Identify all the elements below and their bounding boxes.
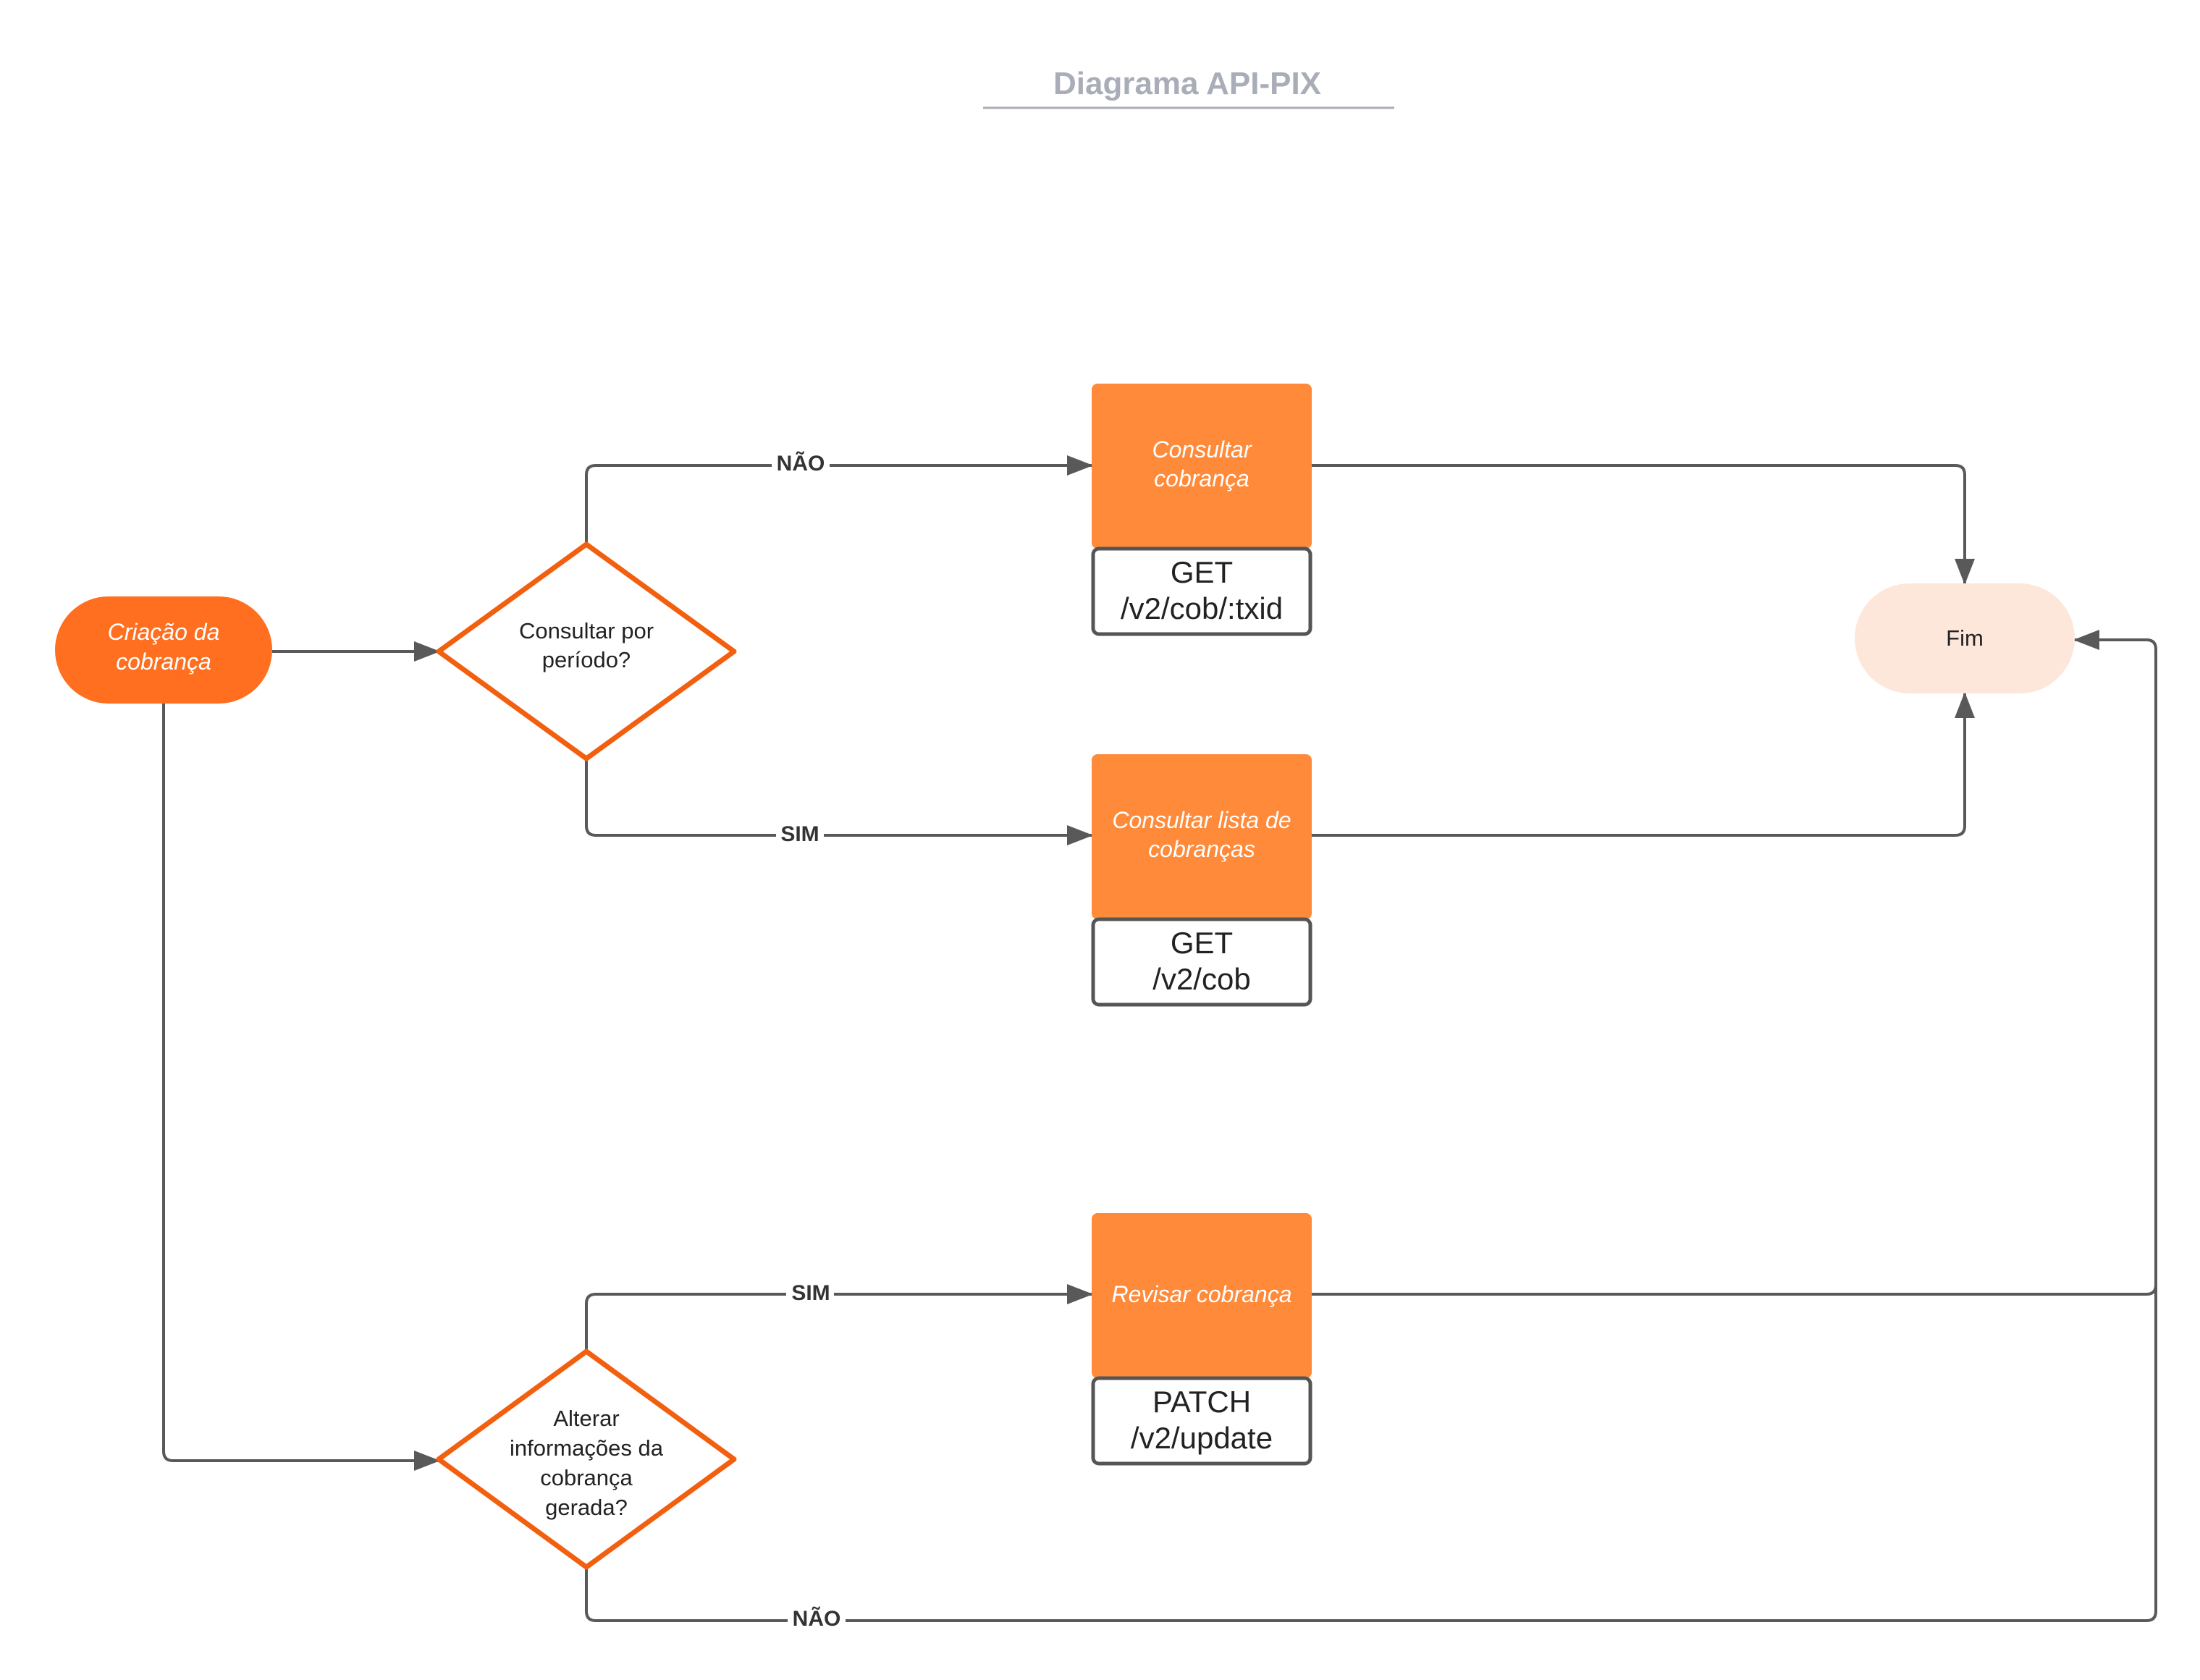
start-node-label-line1: Criação da xyxy=(108,619,220,645)
endpoint-patch-v2-update[interactable]: PATCH /v2/update xyxy=(1091,1376,1312,1466)
endpoint-consultar-lista-path: /v2/cob xyxy=(1152,962,1250,996)
edge-alterar-sim-to-revisar xyxy=(585,1284,1093,1351)
edge-label-bg xyxy=(772,449,830,478)
edge-label-sim-top: SIM xyxy=(780,822,819,846)
edge-periodo-nao-to-consultar xyxy=(585,455,1093,544)
endpoint-get-v2-cob-txid[interactable]: GET /v2/cob/:txid xyxy=(1091,546,1312,636)
edge-label-bg xyxy=(788,1604,846,1633)
edge-start-to-decision-alterar xyxy=(162,704,440,1471)
start-node-label-line2: cobrança xyxy=(116,649,211,675)
diagram-title: Diagrama API-PIX xyxy=(1053,66,1321,101)
edge-label-nao-bottom: NÃO xyxy=(793,1606,841,1631)
endpoint-revisar-method: PATCH xyxy=(1152,1385,1251,1419)
decision-periodo-line1: Consultar por xyxy=(519,618,654,643)
endpoint-revisar-path: /v2/update xyxy=(1131,1421,1273,1455)
edge-label-sim-bottom: SIM xyxy=(791,1281,830,1305)
consultar-label-line1: Consultar xyxy=(1152,436,1252,463)
start-node-criacao-da-cobranca[interactable]: Criação da cobrança xyxy=(55,596,272,704)
decision-alterar-line3: cobrança xyxy=(540,1465,633,1490)
endpoint-get-v2-cob[interactable]: GET /v2/cob xyxy=(1091,917,1312,1007)
consultar-lista-label-line2: cobranças xyxy=(1148,836,1255,862)
revisar-label: Revisar cobrança xyxy=(1112,1281,1292,1307)
edge-consultar-lista-to-fim xyxy=(1312,692,1975,837)
edge-label-bg xyxy=(786,1278,834,1307)
process-revisar-cobranca[interactable]: Revisar cobrança xyxy=(1092,1213,1312,1378)
endpoint-consultar-path: /v2/cob/:txid xyxy=(1121,591,1283,625)
endpoint-consultar-method: GET xyxy=(1171,555,1233,589)
consultar-label-line2: cobrança xyxy=(1154,465,1249,491)
decision-alterar-line4: gerada? xyxy=(545,1495,628,1520)
decision-alterar-line1: Alterar xyxy=(553,1406,619,1431)
edge-label-bg xyxy=(776,819,824,848)
edge-consultar-to-fim xyxy=(1312,464,1975,585)
edge-periodo-sim-to-consultar-lista xyxy=(585,759,1093,845)
process-consultar-lista-de-cobrancas[interactable]: Consultar lista de cobranças xyxy=(1092,754,1312,919)
decision-consultar-por-periodo[interactable]: Consultar por período? xyxy=(436,541,737,761)
end-node-fim[interactable]: Fim xyxy=(1855,583,2075,693)
process-consultar-cobranca[interactable]: Consultar cobrança xyxy=(1092,384,1312,549)
consultar-lista-label-line1: Consultar lista de xyxy=(1112,807,1291,833)
edge-rail-join xyxy=(2146,1284,2157,1296)
edge-label-nao-top: NÃO xyxy=(777,451,825,476)
endpoint-consultar-lista-method: GET xyxy=(1171,926,1233,960)
decision-alterar-informacoes[interactable]: Alterar informações da cobrança gerada? xyxy=(436,1348,737,1570)
decision-periodo-line2: período? xyxy=(542,647,631,672)
edge-alterar-nao-to-fim xyxy=(585,630,2157,1622)
decision-alterar-line2: informações da xyxy=(510,1435,664,1461)
end-node-label: Fim xyxy=(1946,625,1984,651)
